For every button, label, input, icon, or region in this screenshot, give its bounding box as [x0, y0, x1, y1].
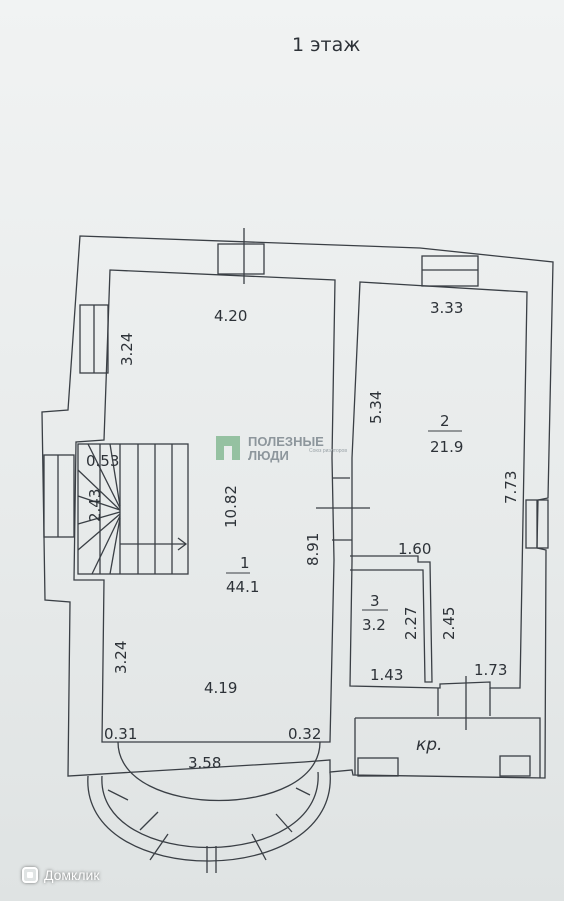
room-2-outline	[349, 281, 528, 689]
bay-window-inner	[117, 741, 321, 801]
window-top-2	[421, 255, 479, 287]
dim-stair-width: 0.53	[86, 452, 119, 470]
dim-room1-left-lower: 3.24	[112, 641, 130, 674]
brand-badge: Домклик	[22, 864, 99, 886]
dim-room1-length: 10.82	[222, 485, 240, 528]
dim-room1-top-width: 4.20	[214, 307, 247, 325]
window-left-2	[43, 454, 75, 538]
room-3-number: 3	[370, 592, 380, 610]
dim-room2-top-width: 3.33	[430, 299, 463, 317]
room-3-area: 3.2	[362, 616, 386, 634]
brand-name: Домклик	[44, 867, 100, 883]
dim-room1-lower-width: 4.19	[204, 679, 237, 697]
dim-room3-bottom-width: 1.43	[370, 666, 403, 684]
room-2-number: 2	[440, 412, 450, 430]
porch-label: кр.	[416, 735, 442, 755]
dim-bay-width: 3.58	[188, 754, 221, 772]
dim-room3-inner-height: 2.27	[402, 607, 420, 640]
room-1-area: 44.1	[226, 578, 259, 596]
floor-title: 1 этаж	[292, 34, 360, 56]
dim-room1-right-side: 8.91	[304, 533, 322, 566]
domclick-logo-icon	[22, 867, 38, 883]
window-top-1	[217, 243, 265, 275]
dim-room1-left-upper: 3.24	[118, 333, 136, 366]
dim-room2-bottom-width: 1.73	[474, 661, 507, 679]
watermark-line-2: ЛЮДИ	[248, 448, 289, 463]
room-1-number: 1	[240, 554, 250, 572]
porch-outline	[354, 717, 541, 778]
dim-room2-right-side: 7.73	[502, 471, 520, 504]
dim-room2-left-side: 5.34	[367, 391, 385, 424]
room-1-outline	[73, 269, 336, 743]
staircase	[77, 443, 189, 575]
bay-window-mid	[101, 771, 319, 849]
dim-stair-length: 2.43	[86, 489, 104, 522]
watermark-logo: ПОЛЕЗНЫЕ ЛЮДИ Союз риэлторов	[216, 434, 347, 463]
bay-window-outer	[87, 771, 331, 862]
room-3-outline	[350, 555, 433, 683]
room-2-area: 21.9	[430, 438, 463, 456]
dim-bay-right-offset: 0.32	[288, 725, 321, 743]
watermark-tag: Союз риэлторов	[309, 448, 347, 454]
dim-room3-top-width: 1.60	[398, 540, 431, 558]
dim-room3-right-height: 2.45	[440, 607, 458, 640]
watermark-line-1: ПОЛЕЗНЫЕ	[248, 434, 324, 449]
dim-bay-left-offset: 0.31	[104, 725, 137, 743]
outer-wall	[41, 235, 554, 779]
